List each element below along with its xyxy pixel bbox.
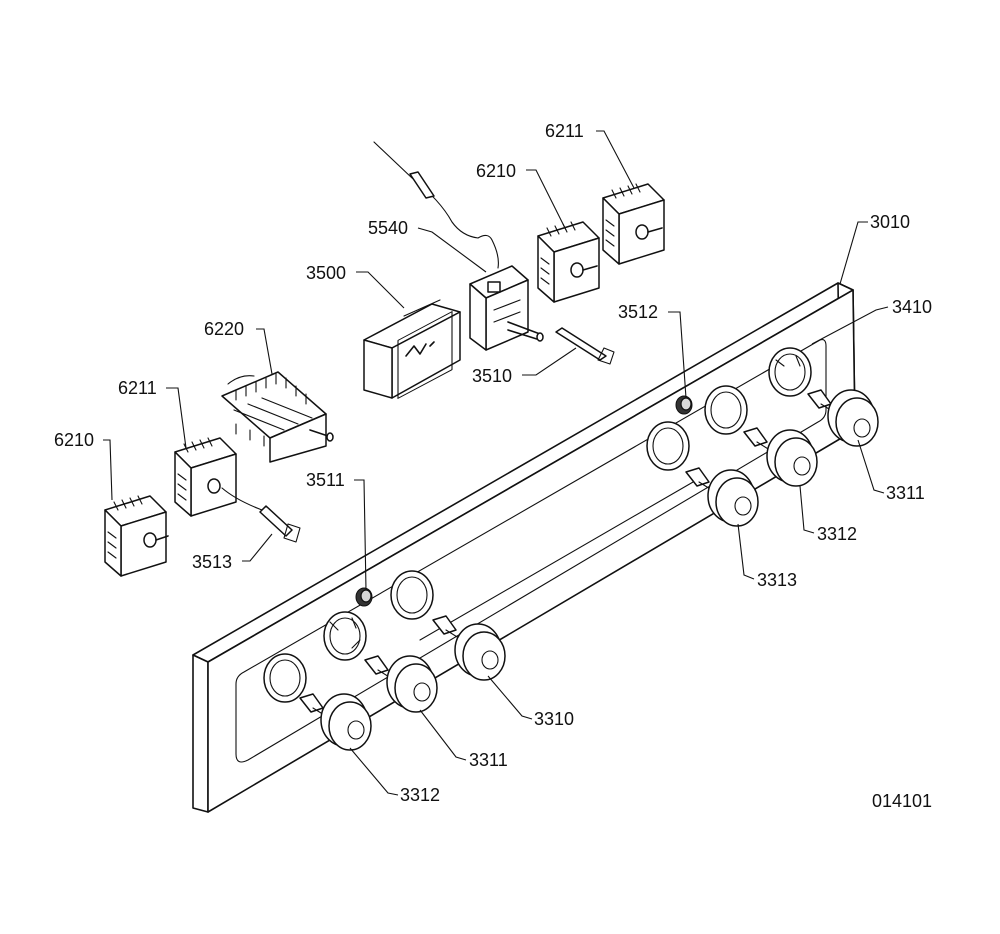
label-6220: 6220 (204, 319, 244, 339)
label-3512: 3512 (618, 302, 658, 322)
label-3513: 3513 (192, 552, 232, 572)
label-3310: 3310 (534, 709, 574, 729)
label-3311-left: 3311 (469, 750, 508, 770)
label-6210-left: 6210 (54, 430, 94, 450)
knob-3313 (685, 467, 759, 527)
drawing-number: 014101 (872, 791, 932, 811)
indicator-lamps (355, 395, 693, 607)
energy-regulator-6210-left (104, 495, 169, 577)
label-5540: 5540 (368, 218, 408, 238)
energy-regulator-6210-top (537, 221, 600, 303)
label-3312-right: 3312 (817, 524, 857, 544)
label-3510: 3510 (472, 366, 512, 386)
indicator-lamp-3512 (675, 395, 693, 415)
label-3500: 3500 (306, 263, 346, 283)
label-3311-right: 3311 (886, 483, 925, 503)
part-labels: 6211 6210 5540 3500 3010 3512 3410 6220 … (54, 121, 932, 811)
knob-3311-right (807, 389, 879, 447)
bezel-ring-3410 (768, 347, 812, 397)
bezel-ring (263, 653, 307, 703)
energy-regulator-6211-left (174, 437, 237, 517)
label-3313: 3313 (757, 570, 797, 590)
label-6211-left: 6211 (118, 378, 157, 398)
bezel-rings (263, 347, 812, 703)
bezel-ring (390, 570, 434, 620)
knob-3312-right (743, 427, 818, 487)
energy-regulator-6211-top (602, 183, 665, 265)
sensor-bracket-3510 (555, 327, 615, 365)
knob-3312-left (299, 693, 372, 751)
bezel-ring (646, 421, 690, 471)
label-3010: 3010 (870, 212, 910, 232)
label-3312-left: 3312 (400, 785, 440, 805)
control-panel-3010 (192, 282, 856, 813)
selector-switch-6220 (221, 371, 334, 463)
thermostat-5540 (373, 141, 544, 351)
bezel-ring (704, 385, 748, 435)
label-6210-top: 6210 (476, 161, 516, 181)
knob-3311-left (364, 655, 438, 713)
label-3410: 3410 (892, 297, 932, 317)
timer-3500 (363, 299, 461, 400)
label-3511: 3511 (306, 470, 345, 490)
sensor-bracket-3513 (221, 487, 301, 543)
leader-lines (103, 130, 889, 796)
bezel-ring (323, 611, 367, 661)
label-6211-top: 6211 (545, 121, 584, 141)
knob-3310 (432, 615, 506, 681)
control-knobs (299, 389, 879, 751)
indicator-lamp-3511 (355, 587, 373, 607)
